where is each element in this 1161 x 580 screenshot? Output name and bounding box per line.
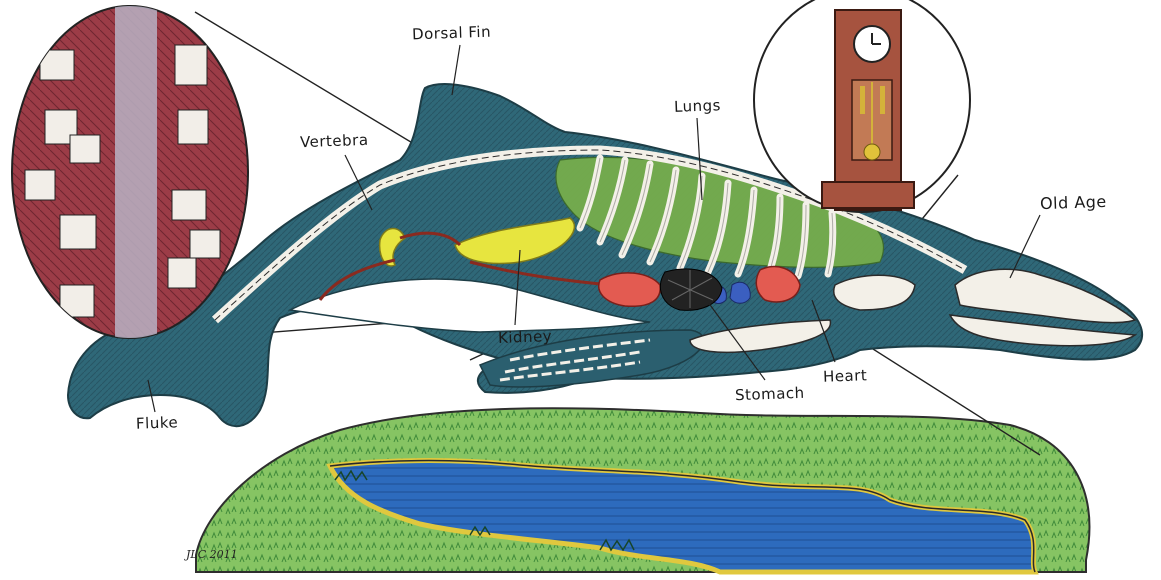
label-vertebra: Vertebra [299, 130, 369, 152]
clock-inset [753, 0, 971, 213]
flipper-bones [499, 338, 651, 382]
artist-signature: JLC 2011 [186, 548, 238, 561]
label-heart: Heart [822, 366, 868, 386]
island [195, 407, 1091, 575]
spine [211, 145, 968, 324]
skull [689, 268, 1138, 354]
label-kidney: Kidney [497, 327, 553, 347]
label-stomach: Stomach [734, 383, 805, 405]
leader-lines [147, 44, 1041, 413]
kidney-organ [318, 217, 611, 301]
label-dorsal-fin: Dorsal Fin [411, 22, 492, 44]
label-old-age: Old Age [1039, 191, 1108, 214]
heart-organ [598, 265, 801, 308]
label-lungs: Lungs [673, 96, 722, 116]
label-fluke: Fluke [135, 413, 179, 433]
city-inset [11, 5, 249, 339]
